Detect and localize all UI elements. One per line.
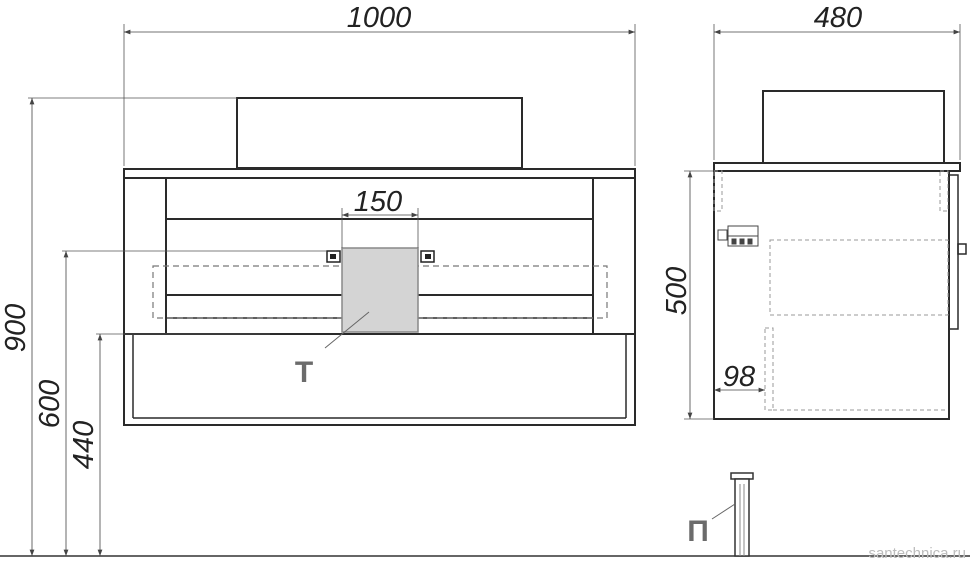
dim-label-900: 900 [0, 304, 32, 352]
dim-label-98: 98 [723, 361, 755, 393]
watermark: santechnica.ru [868, 545, 966, 562]
dim-label-600: 600 [34, 380, 66, 428]
marker-p: П [687, 503, 736, 548]
dim-siphon-150: 150 [341, 186, 419, 248]
siphon-zone [341, 247, 419, 333]
marker-t: Т [295, 311, 370, 389]
side-view [713, 90, 967, 420]
leg-pipe [730, 472, 754, 557]
countertop-side [713, 162, 961, 172]
dim-height-600: 600 [34, 250, 327, 556]
lower-shelf-front [123, 333, 636, 426]
countertop-front [123, 168, 636, 179]
washbasin-side [762, 90, 945, 164]
dim-height-440: 440 [68, 333, 270, 556]
dim-depth-480: 480 [713, 2, 961, 160]
washbasin-front [236, 97, 523, 169]
dim-offset-98: 98 [714, 361, 765, 393]
mounting-bracket-detail [717, 225, 759, 247]
dim-cabinet-500: 500 [661, 170, 714, 420]
cabinet-side [713, 170, 950, 420]
dim-width-1000: 1000 [123, 2, 636, 166]
dim-height-900: 900 [0, 97, 237, 556]
front-view [123, 97, 636, 426]
dim-label-150: 150 [354, 186, 402, 218]
dim-label-500: 500 [661, 267, 693, 315]
marker-t-label: Т [295, 356, 313, 389]
marker-p-label: П [687, 515, 709, 548]
dim-label-1000: 1000 [347, 2, 412, 34]
dim-label-440: 440 [68, 421, 100, 469]
dim-label-480: 480 [814, 2, 862, 34]
